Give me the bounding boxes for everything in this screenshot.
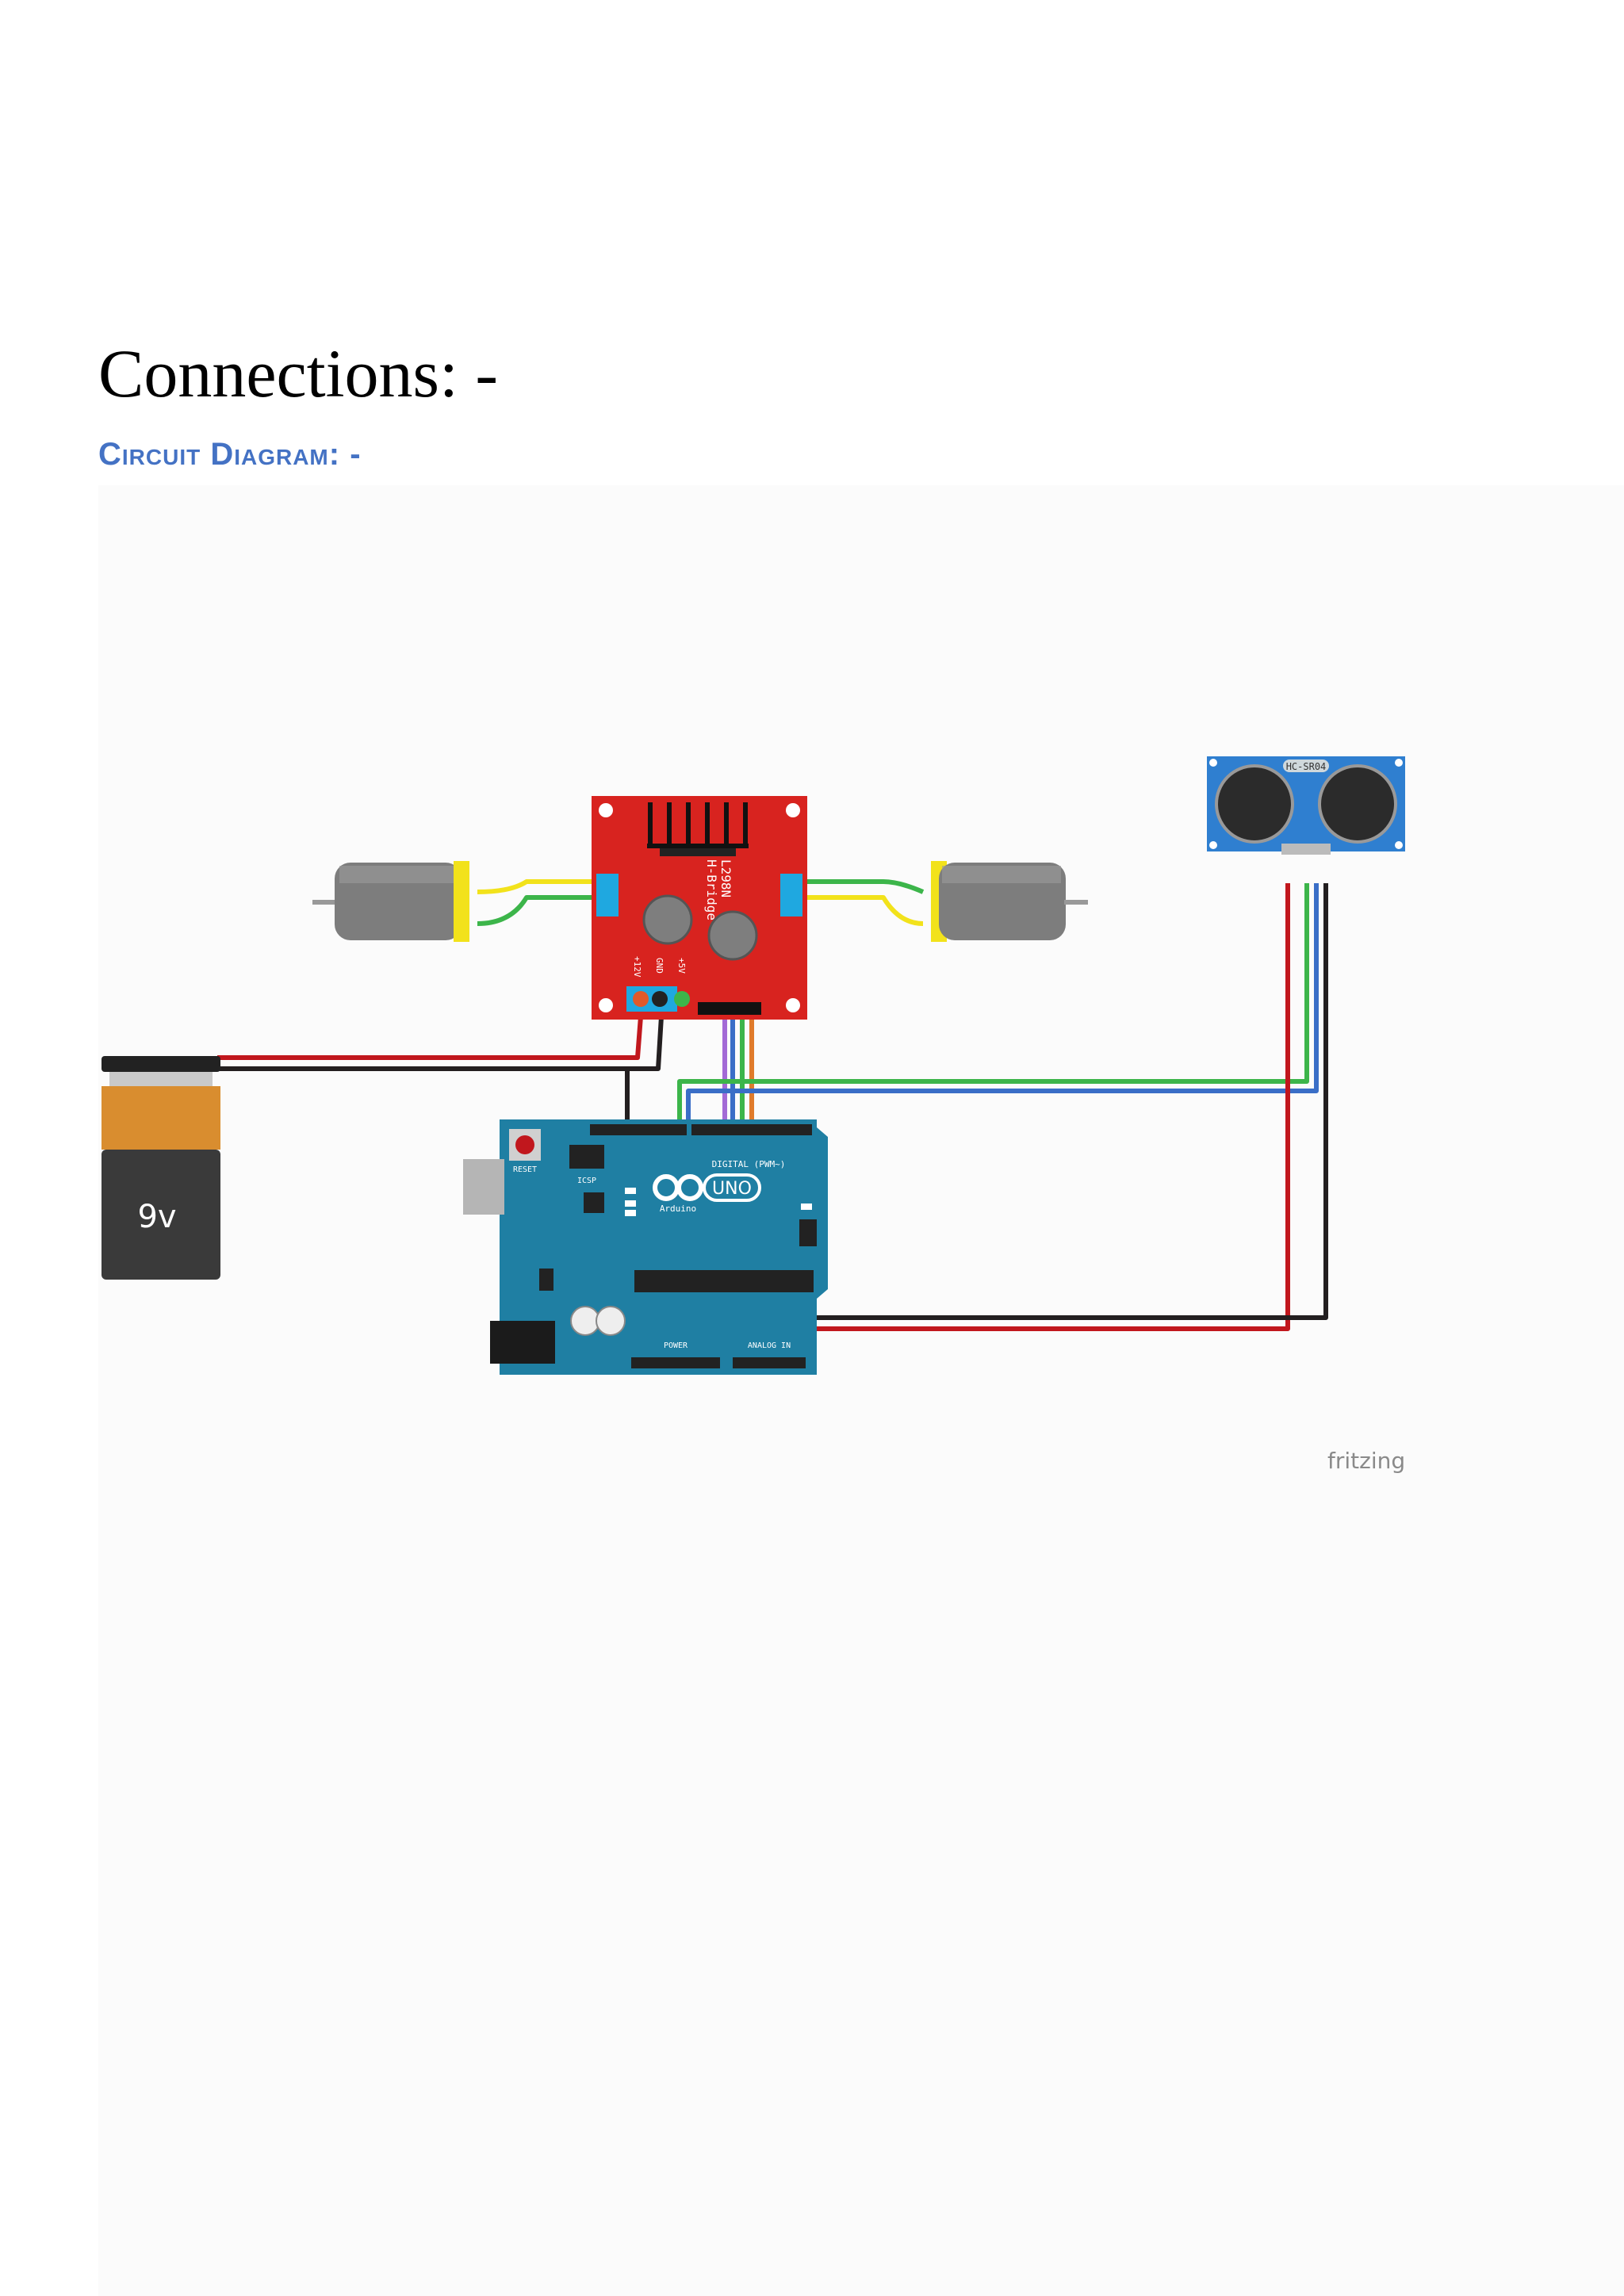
section-subheading: Circuit Diagram: -: [98, 437, 362, 472]
motor-right-highlight: [942, 866, 1061, 883]
wire-sensor-trig: [677, 883, 1309, 1126]
hbridge-capacitor: [642, 894, 693, 945]
sensor-crystal: [1283, 760, 1329, 772]
sensor-transducer-right: [1318, 764, 1397, 844]
arduino-reset-button-cap: [515, 1135, 534, 1154]
motor-right-shaft: [1064, 900, 1088, 905]
arduino-logo: UNO Arduino: [653, 1173, 761, 1214]
arduino-icsp2-header: [799, 1219, 817, 1246]
arduino-uno: RESET ICSP DIGITAL (PWM~) UNO Arduino: [463, 1119, 828, 1375]
wire-battery-positive: [217, 1016, 643, 1060]
circuit-diagram: 9v L298N H-Bridge: [98, 485, 1624, 2296]
motor-left-shaft: [312, 900, 336, 905]
arduino-power-label: POWER: [664, 1341, 688, 1350]
arduino-capacitor: [570, 1306, 600, 1336]
hbridge-motor-terminal-right: [780, 874, 802, 916]
arduino-analog-label: ANALOG IN: [748, 1341, 791, 1350]
hbridge-pin-12v: +12V: [632, 956, 642, 978]
hbridge-label-hbridge: H-Bridge: [704, 859, 719, 920]
sensor-transducer-left: [1215, 764, 1294, 844]
hbridge-heatsink: [647, 802, 749, 848]
hbridge-hole: [786, 998, 800, 1012]
circuit-diagram-svg: 9v L298N H-Bridge: [98, 485, 1624, 2296]
battery-label: 9v: [137, 1199, 176, 1235]
sensor-hole: [1395, 841, 1403, 849]
ultrasonic-sensor: HC-SR04: [1207, 756, 1405, 855]
sensor-hole: [1395, 759, 1403, 767]
sensor-pin-header: [1281, 844, 1331, 855]
wire-sensor-echo: [686, 883, 1319, 1126]
hbridge-hole: [599, 803, 613, 817]
battery-9v: 9v: [102, 1056, 220, 1280]
sensor-hole: [1209, 841, 1217, 849]
motor-left-highlight: [339, 866, 458, 883]
fritzing-watermark: fritzing: [1327, 1448, 1405, 1474]
arduino-digital-header-upper: [590, 1124, 687, 1135]
hbridge-pin-gnd: GND: [654, 958, 665, 974]
hbridge-label-l298n: L298N: [718, 859, 733, 897]
arduino-usb-port: [463, 1159, 504, 1215]
hbridge-hole: [786, 803, 800, 817]
hbridge-control-header: [698, 1002, 761, 1015]
arduino-analog-header: [733, 1357, 806, 1368]
arduino-icsp-label: ICSP: [577, 1177, 596, 1185]
hbridge-motor-terminal-left: [596, 874, 619, 916]
wire-motor-left-b: [477, 895, 606, 926]
motor-left-endcap: [454, 861, 469, 942]
arduino-digital-label: DIGITAL (PWM~): [712, 1159, 786, 1169]
hbridge-pin-5v: +5V: [676, 958, 687, 974]
arduino-brand-label: Arduino: [660, 1203, 696, 1214]
hbridge-board: [592, 796, 807, 1020]
motor-right: [931, 861, 1088, 942]
arduino-power-header: [631, 1357, 720, 1368]
sensor-label: HC-SR04: [1286, 761, 1327, 772]
arduino-icsp-header: [569, 1145, 604, 1169]
battery-terminal-cap: [102, 1056, 220, 1072]
wire-motor-right-a: [802, 879, 925, 894]
battery-top-metal: [109, 1072, 213, 1086]
arduino-capacitor: [596, 1306, 626, 1336]
hbridge-hole: [599, 998, 613, 1012]
arduino-model-label: UNO: [712, 1179, 752, 1199]
arduino-led: [625, 1200, 636, 1207]
arduino-power-jack: [490, 1321, 555, 1364]
arduino-atmega-chip: [634, 1270, 814, 1292]
motor-left: [312, 861, 469, 942]
hbridge-terminal-screw: [652, 991, 668, 1007]
sensor-hole: [1209, 759, 1217, 767]
hbridge-module: L298N H-Bridge +12V GND +5V: [592, 796, 807, 1020]
hbridge-chip: [660, 848, 736, 856]
arduino-digital-header-lower: [691, 1124, 812, 1135]
arduino-led: [625, 1210, 636, 1216]
page-heading: Connections: -: [98, 335, 498, 411]
arduino-small-chip: [584, 1192, 604, 1213]
arduino-led: [625, 1188, 636, 1194]
arduino-on-led: [801, 1203, 812, 1210]
wire-motor-right-b: [802, 895, 924, 926]
hbridge-capacitor: [707, 910, 758, 961]
hbridge-terminal-screw: [633, 991, 649, 1007]
battery-orange-band: [102, 1086, 220, 1150]
arduino-regulator: [539, 1269, 553, 1291]
hbridge-terminal-screw: [674, 991, 690, 1007]
arduino-reset-label: RESET: [513, 1165, 537, 1174]
wire-battery-negative: [217, 1016, 664, 1071]
battery-body: [102, 1150, 220, 1280]
wire-motor-left-a: [477, 879, 606, 894]
